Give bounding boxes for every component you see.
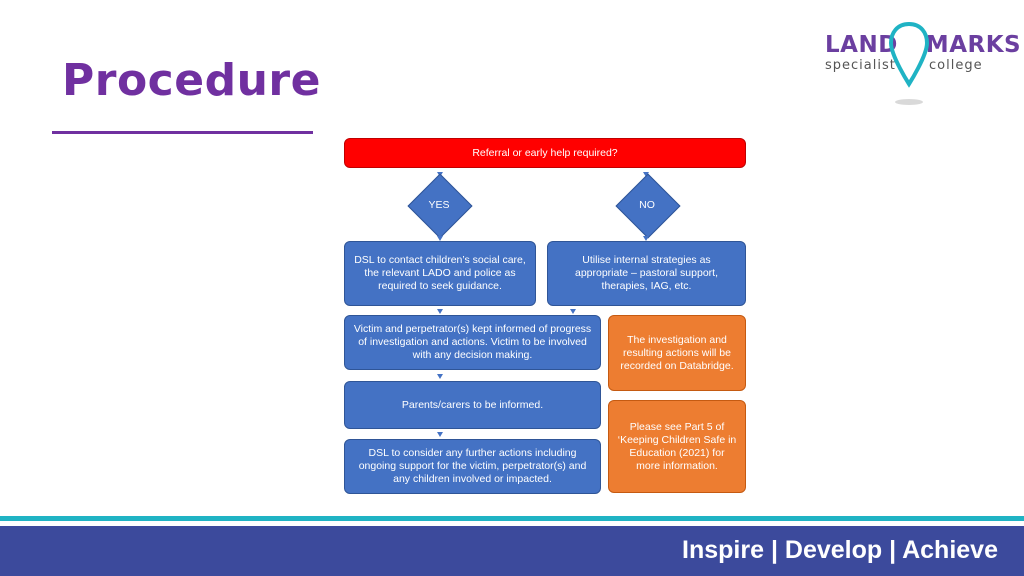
referral-box: Referral or early help required? bbox=[344, 138, 746, 168]
logo-subtitle-right: college bbox=[929, 58, 983, 73]
no-action-box: Utilise internal strategies as appropria… bbox=[547, 241, 746, 306]
footer-tagline: Inspire | Develop | Achieve bbox=[682, 536, 998, 564]
logo: LAND MARKS specialist college bbox=[820, 22, 1021, 112]
arrow-yes-down bbox=[437, 236, 443, 241]
logo-subtitle-left: specialist bbox=[825, 58, 896, 73]
arrow-yes-to-informed bbox=[437, 309, 443, 314]
page-title: Procedure bbox=[62, 55, 321, 106]
arrow-to-dsl bbox=[437, 432, 443, 437]
parents-box: Parents/carers to be informed. bbox=[344, 381, 601, 429]
map-pin-icon bbox=[889, 22, 929, 105]
logo-wordmark-left: LAND bbox=[825, 32, 898, 58]
arrow-to-parents bbox=[437, 374, 443, 379]
dsl-box: DSL to consider any further actions incl… bbox=[344, 439, 601, 494]
logo-wordmark-right: ARKS bbox=[949, 32, 1022, 58]
yes-decision-label: YES bbox=[428, 199, 450, 211]
footer-gap bbox=[0, 521, 1024, 526]
footer-bar: Inspire | Develop | Achieve bbox=[0, 526, 1024, 576]
yes-action-box: DSL to contact children’s social care, t… bbox=[344, 241, 536, 306]
no-decision-label: NO bbox=[639, 199, 655, 211]
logo-wordmark-m: M bbox=[925, 32, 950, 58]
arrow-no-to-informed bbox=[570, 309, 576, 314]
informed-box: Victim and perpetrator(s) kept informed … bbox=[344, 315, 601, 370]
arrow-no-down bbox=[643, 236, 649, 241]
kcsie-box: Please see Part 5 of ‘Keeping Children S… bbox=[608, 400, 746, 493]
title-underline bbox=[52, 131, 313, 134]
footer-accent-line bbox=[0, 516, 1024, 521]
recorded-box: The investigation and resulting actions … bbox=[608, 315, 746, 391]
logo-wordmark: LAND MARKS bbox=[825, 32, 1021, 58]
